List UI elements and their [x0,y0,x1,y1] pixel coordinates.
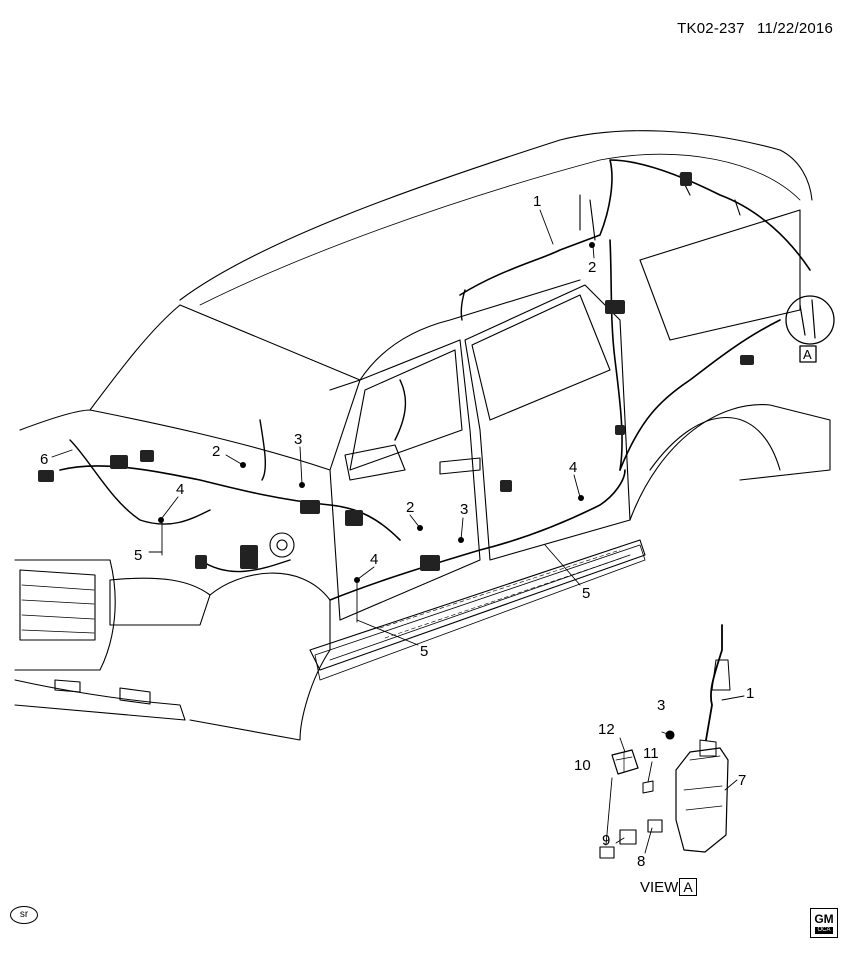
gm-logo-subtext: OCA [815,926,833,934]
inset-fuse-8 [647,819,663,833]
callout-4-front: 4 [176,481,184,498]
harness-front-door [394,379,407,441]
callout-1: 1 [533,193,541,210]
callout-3-dash: 3 [294,431,302,448]
inset-fuse-10 [599,846,615,859]
inset-module-housing [675,747,729,853]
front-door-handle [439,457,481,475]
harness-rear [619,319,781,471]
rear-quarter-window [639,209,801,341]
inset-harness [705,624,723,741]
rear-window [471,294,611,421]
callout-5-rear: 5 [582,585,590,602]
grille-bars [21,584,95,634]
view-label-letter: A [679,878,697,896]
callout-9: 9 [602,832,610,849]
harness-b-pillar [609,239,623,471]
rear-fender [629,404,831,521]
running-board [314,544,646,681]
callout-6: 6 [40,451,48,468]
callout-4-front-door: 4 [370,551,378,568]
view-a-inset [599,624,745,859]
front-window [349,349,463,471]
callout-10: 10 [574,757,591,774]
headlamp [109,577,211,626]
inset-relay [611,749,639,775]
callout-2-floor: 2 [406,499,414,516]
view-label-prefix: VIEW [640,878,679,896]
rocker-panel [309,539,646,671]
hood-outline [19,409,331,471]
callout-8: 8 [637,853,645,870]
grille [19,569,96,641]
callout-11: 11 [643,745,659,762]
callout-2-dash: 2 [212,443,220,460]
harness-cowl [259,419,267,481]
inset-clip [642,780,654,794]
diagram-header: TK02-237 11/22/2016 [669,20,833,37]
roof-rail [199,153,801,306]
inset-fuse-9 [619,829,637,845]
callout-5-rocker: 5 [420,643,428,660]
harness-roof-drops [579,174,741,241]
gm-logo-text: GM [814,911,834,926]
running-board-tread [379,549,623,639]
front-door [329,339,481,621]
callout-2-roof: 2 [588,259,596,276]
callout-12: 12 [598,721,615,738]
connector-blocks [38,172,754,571]
detail-marker-letter: A [803,347,812,362]
callout-labels: 1 2 2 3 6 4 5 2 3 4 4 5 5 1 3 12 11 7 10… [40,193,812,870]
front-fender [189,572,331,741]
callout-3-inset: 3 [657,697,665,714]
fog-lamp [54,679,151,705]
source-mark: sr [10,906,38,924]
rear-door [464,284,631,561]
leader-lines [51,209,595,646]
windshield [89,304,361,411]
callout-4-rear-door: 4 [569,459,577,476]
harness-floor [329,469,626,601]
callout-1-inset: 1 [746,685,754,702]
steering-column-connector-inner [276,539,288,551]
roof-outline [179,130,813,301]
harness-a-pillar [460,289,466,321]
callout-7: 7 [738,772,746,789]
diagram-code: TK02-237 [677,20,745,37]
a-pillar [359,279,581,381]
mirror [344,444,406,481]
steering-column-connector [269,532,295,558]
detail-a-circle [785,295,835,345]
rear-wheel-arch [649,417,781,471]
view-a-label: VIEW A [640,878,697,896]
front-fascia [14,559,116,671]
detail-a-box [799,345,817,363]
callout-5-front: 5 [134,547,142,564]
diagram-date: 11/22/2016 [757,20,833,37]
harness-engine [69,439,291,573]
front-bumper [14,679,186,721]
callout-3-floor: 3 [460,501,468,518]
harness-roof [459,159,811,296]
gm-logo: GM OCA [810,908,838,938]
